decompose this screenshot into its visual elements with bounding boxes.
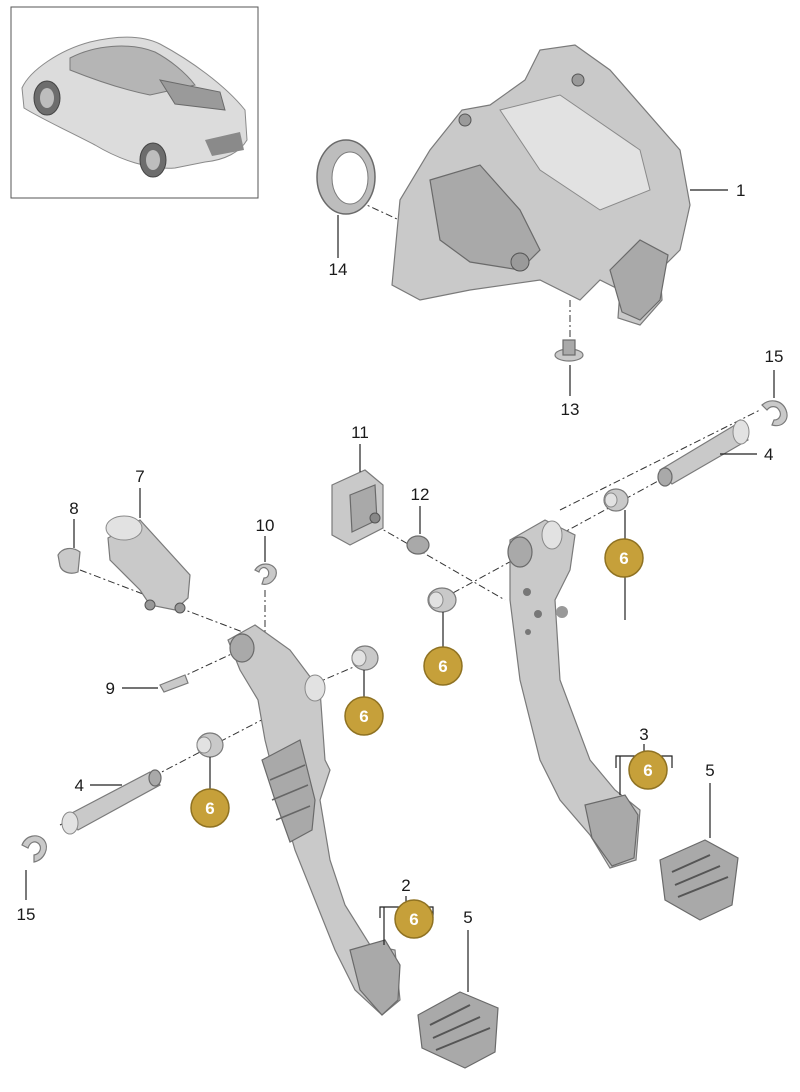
part-2-left-pedal[interactable] [227,624,401,1016]
callout-11[interactable]: 11 [351,423,369,442]
badge-label: 6 [409,910,418,929]
badge-label: 6 [359,707,368,726]
callout-10[interactable]: 10 [256,516,275,535]
car-silhouette [21,36,248,178]
part-7-cylinder[interactable] [105,515,191,614]
callout-8[interactable]: 8 [69,499,78,518]
part-4-pin-top[interactable] [657,419,750,487]
callout-4-top[interactable]: 4 [764,445,773,464]
part-5-left-pad[interactable] [417,991,499,1069]
callout-15-top[interactable]: 15 [765,347,784,366]
leader-lines [25,189,775,992]
bushing-right-top[interactable] [603,488,629,512]
callout-15-bottom[interactable]: 15 [17,905,36,924]
callout-5-right[interactable]: 5 [705,761,714,780]
bushing-left-top[interactable] [351,645,379,671]
part-12-cap[interactable] [406,535,430,555]
badge-label: 6 [438,657,447,676]
part-13-bolt[interactable] [554,339,584,362]
part-15-clip-bottom[interactable] [21,835,47,863]
part-8-clip[interactable] [57,547,81,574]
part-1-pedal-bracket[interactable] [391,44,691,326]
callout-13[interactable]: 13 [561,400,580,419]
callout-7[interactable]: 7 [135,467,144,486]
callout-2[interactable]: 2 [401,876,410,895]
badge-label: 6 [205,799,214,818]
part-3-right-pedal[interactable] [507,519,641,869]
badge-6-left-bottom[interactable]: 6 [190,788,230,828]
callout-12[interactable]: 12 [411,485,430,504]
part-10-clip[interactable] [254,563,277,585]
part-9-small-pin[interactable] [159,674,189,693]
badge-6-right-top[interactable]: 6 [604,538,644,578]
part-14-ring[interactable] [316,139,376,215]
callout-14[interactable]: 14 [329,260,348,279]
vehicle-thumbnail[interactable] [10,6,259,199]
callout-9[interactable]: 9 [106,679,115,698]
badge-6-left-top[interactable]: 6 [344,696,384,736]
badge-6-right-mid[interactable]: 6 [423,646,463,686]
badge-label: 6 [643,761,652,780]
callout-5-left[interactable]: 5 [463,908,472,927]
badge-6-left-pedal[interactable]: 6 [394,899,434,939]
part-4-pin-bottom[interactable] [61,769,162,835]
callout-1[interactable]: 1 [736,181,745,200]
bushing-left-bottom[interactable] [196,732,224,758]
bushing-right-bottom[interactable] [427,587,457,613]
part-11-sensor[interactable] [331,469,384,546]
badge-label: 6 [619,549,628,568]
part-15-clip-top[interactable] [761,400,788,427]
callout-numbers: 1 14 13 15 4 11 12 7 8 10 9 4 15 3 5 2 5 [17,181,784,927]
badge-6-right-pedal[interactable]: 6 [628,750,668,790]
callout-4-bottom[interactable]: 4 [75,776,84,795]
callout-3[interactable]: 3 [639,725,648,744]
part-5-right-pad[interactable] [659,839,739,921]
